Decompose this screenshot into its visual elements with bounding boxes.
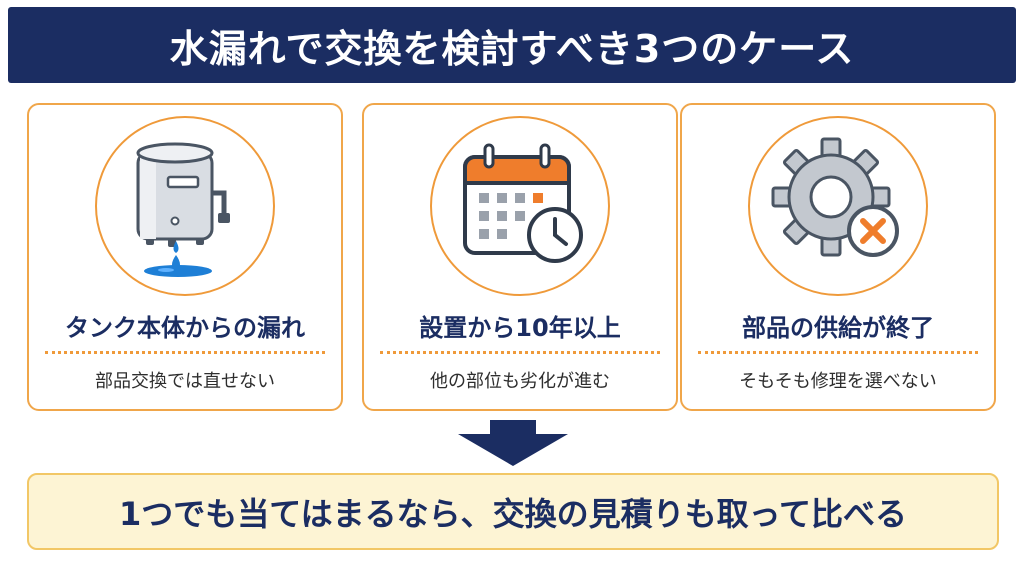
- case-card-tank-leak: タンク本体からの漏れ 部品交換では直せない: [27, 103, 343, 411]
- case-title: 部品の供給が終了: [742, 314, 934, 342]
- icon-circle: [748, 116, 928, 296]
- dotted-divider: [45, 351, 325, 354]
- case-title: 設置から10年以上: [419, 314, 621, 342]
- calendar-clock-icon: [463, 143, 583, 263]
- conclusion-box: 1つでも当てはまるなら、交換の見積りも取って比べる: [27, 473, 999, 550]
- icon-circle: [95, 116, 275, 296]
- case-title: タンク本体からの漏れ: [65, 314, 305, 342]
- gear-cross-icon: [771, 137, 899, 257]
- icon-circle: [430, 116, 610, 296]
- case-description: そもそも修理を選べない: [739, 371, 937, 392]
- water-heater-leak-icon: [136, 142, 230, 277]
- case-card-parts-discontinued: 部品の供給が終了 そもそも修理を選べない: [680, 103, 996, 411]
- case-description: 他の部位も劣化が進む: [430, 371, 610, 392]
- case-card-over-10-years: 設置から10年以上 他の部位も劣化が進む: [362, 103, 678, 411]
- case-description: 部品交換では直せない: [95, 371, 275, 392]
- dotted-divider: [380, 351, 660, 354]
- page-title: 水漏れで交換を検討すべき3つのケース: [8, 7, 1016, 83]
- down-arrow-icon: [458, 420, 568, 466]
- dotted-divider: [698, 351, 978, 354]
